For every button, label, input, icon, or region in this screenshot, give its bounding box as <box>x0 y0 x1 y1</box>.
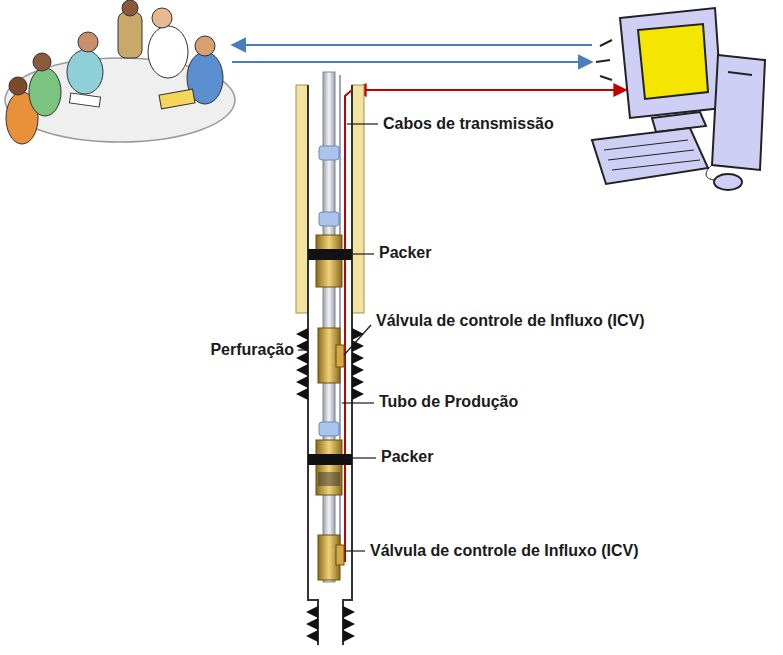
part-label: Packer <box>379 244 432 262</box>
part-label: Tubo de Produção <box>379 393 518 411</box>
perforation-symbol <box>296 328 364 642</box>
meeting-clipart <box>5 0 235 144</box>
info-arrow <box>232 44 592 46</box>
cement-layer <box>352 85 364 313</box>
cement-layer <box>296 85 308 313</box>
tubing-coupling <box>319 146 339 436</box>
part-label: Válvula de controle de Influxo (ICV) <box>370 542 638 560</box>
part-label: Cabos de transmissão <box>383 115 554 133</box>
part-label: Válvula de controle de Influxo (ICV) <box>376 312 644 330</box>
part-label: Perfuração <box>210 341 294 359</box>
part-label: Packer <box>381 448 434 466</box>
info-arrow <box>232 61 592 63</box>
computer-clipart <box>592 8 765 190</box>
packer-symbol <box>308 235 352 495</box>
cable-arrow <box>354 89 626 91</box>
transmission-cable <box>345 90 352 562</box>
leader-line <box>298 124 378 551</box>
icv-symbol <box>318 328 344 580</box>
